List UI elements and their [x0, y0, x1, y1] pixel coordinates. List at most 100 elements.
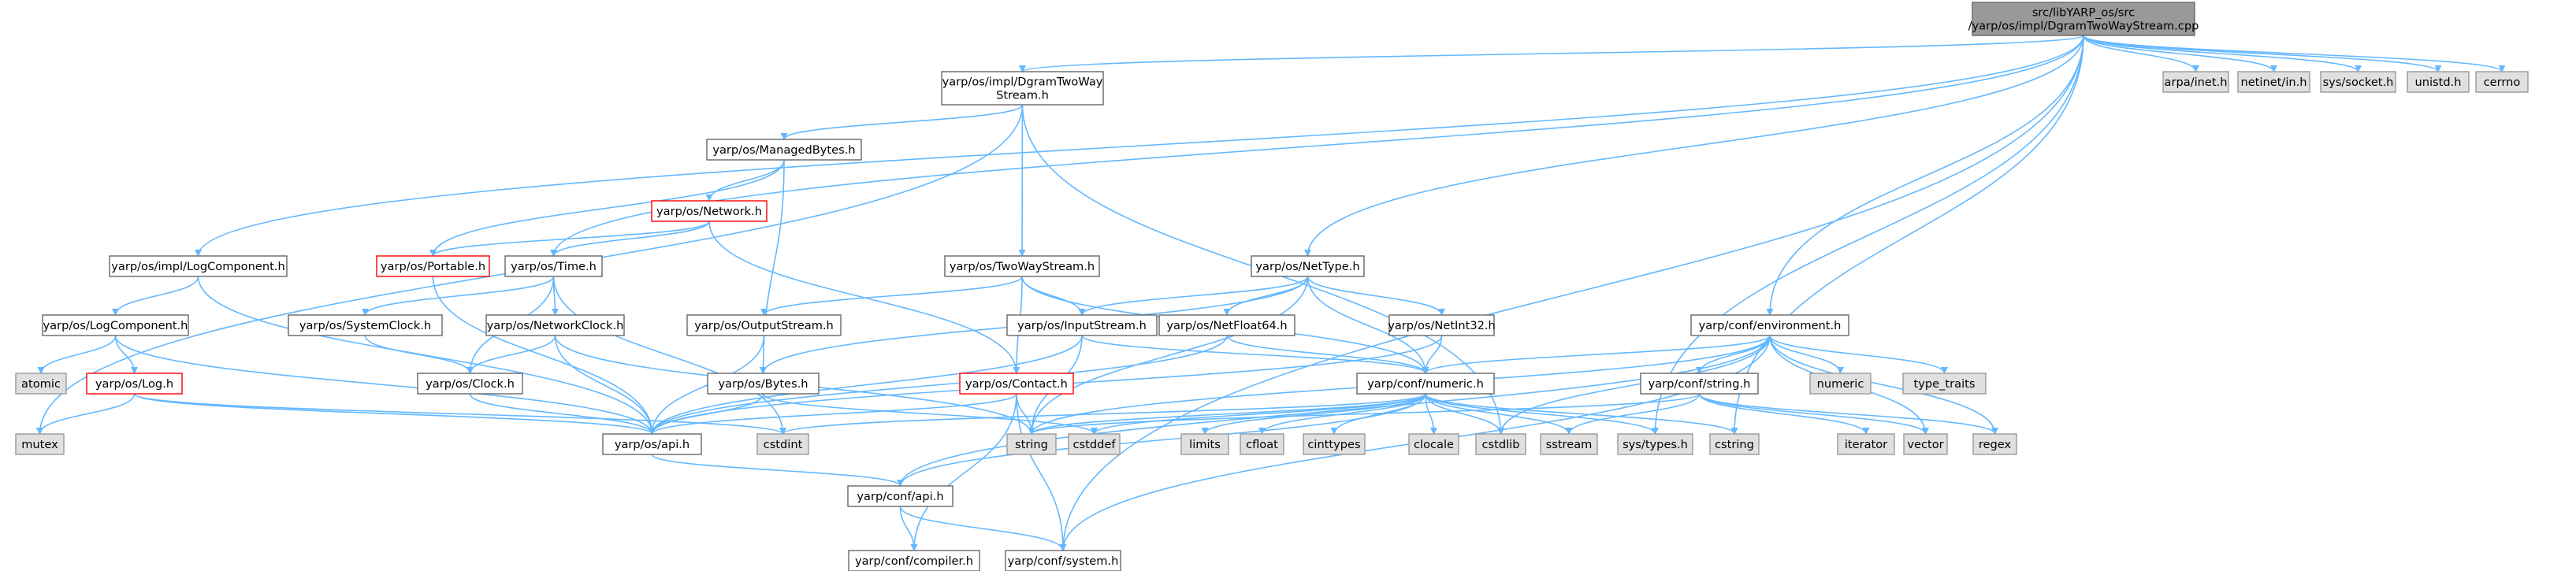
node-box	[1180, 433, 1229, 455]
node-label: yarp/os/Contact.h	[965, 377, 1068, 391]
node-box	[1251, 255, 1365, 277]
edge-env-to-regex	[1769, 335, 1998, 435]
node-label: iterator	[1845, 438, 1887, 451]
edge-network-to-time	[550, 221, 710, 257]
node-time[interactable]: yarp/os/Time.h	[504, 255, 603, 277]
edge-bytes-to-cstddef	[762, 393, 1098, 435]
node-managedbytes[interactable]: yarp/os/ManagedBytes.h	[706, 139, 862, 161]
node-box	[686, 314, 842, 336]
node-limits: limits	[1180, 433, 1229, 455]
node-root[interactable]: src/libYARP_os/src/yarp/os/impl/DgramTwo…	[1968, 2, 2199, 36]
edge-contact-to-compiler	[910, 393, 1017, 551]
edge-root-to-cstring	[1730, 35, 2084, 435]
edge-env-to-typetraits	[1769, 335, 1948, 374]
edge-confstring-to-vector	[1698, 393, 1929, 435]
edge-network-to-portable	[429, 221, 710, 257]
node-outstream[interactable]: yarp/os/OutputStream.h	[686, 314, 842, 336]
node-regex: regex	[1972, 433, 2017, 455]
node-label: cerrno	[2484, 76, 2521, 89]
node-box	[2407, 71, 2470, 93]
node-box	[1158, 314, 1295, 336]
edge-nettype-to-netfloat64	[1223, 276, 1309, 316]
node-box	[1408, 433, 1459, 455]
node-box	[756, 433, 809, 455]
node-label: yarp/os/OutputStream.h	[694, 319, 834, 332]
edges-layer	[36, 35, 2506, 551]
edge-portable-to-osapi	[432, 276, 656, 435]
node-netfloat64[interactable]: yarp/os/NetFloat64.h	[1158, 314, 1295, 336]
node-label: yarp/os/Time.h	[511, 260, 597, 273]
node-numeric[interactable]: yarp/conf/numeric.h	[1356, 373, 1495, 395]
node-label: yarp/conf/system.h	[1008, 554, 1119, 568]
node-confapi[interactable]: yarp/conf/api.h	[847, 485, 953, 507]
node-confstring[interactable]: yarp/conf/string.h	[1640, 373, 1759, 395]
node-box	[2475, 71, 2529, 93]
node-bytes[interactable]: yarp/os/Bytes.h	[707, 373, 820, 395]
node-twowaystream[interactable]: yarp/os/TwoWayStream.h	[944, 255, 1100, 277]
nodes-layer: src/libYARP_os/src/yarp/os/impl/DgramTwo…	[15, 2, 2529, 571]
node-label: yarp/conf/string.h	[1649, 377, 1751, 391]
node-atomic: atomic	[15, 373, 67, 395]
node-cstring: cstring	[1709, 433, 1760, 455]
node-label: yarp/os/Log.h	[95, 377, 173, 391]
node-box	[1902, 373, 1987, 395]
node-box	[417, 373, 523, 395]
node-sysclock[interactable]: yarp/os/SystemClock.h	[288, 314, 443, 336]
node-netclock[interactable]: yarp/os/NetworkClock.h	[485, 314, 625, 336]
edge-nettype-to-netint32	[1307, 276, 1445, 316]
edge-numeric-to-confapi	[897, 393, 1426, 487]
edge-twowaystream-to-instream	[1021, 276, 1086, 316]
node-network[interactable]: yarp/os/Network.h	[651, 200, 768, 222]
edge-instream-to-numeric	[1081, 335, 1429, 374]
node-instream[interactable]: yarp/os/InputStream.h	[1006, 314, 1158, 336]
edge-root-to-system	[1059, 35, 2084, 551]
node-contact[interactable]: yarp/os/Contact.h	[959, 373, 1074, 395]
node-label: regex	[1979, 438, 2012, 451]
node-label: yarp/os/Portable.h	[381, 260, 485, 273]
edge-numeric-to-cstdint	[779, 393, 1426, 435]
node-label: numeric	[1817, 377, 1864, 391]
node-env[interactable]: yarp/conf/environment.h	[1690, 314, 1849, 336]
node-dgram_h[interactable]: yarp/os/impl/DgramTwoWayStream.h	[941, 71, 1104, 106]
node-osapi[interactable]: yarp/os/api.h	[602, 433, 702, 455]
node-cstdint: cstdint	[756, 433, 809, 455]
edge-nettype-to-string	[1028, 276, 1309, 435]
node-clock[interactable]: yarp/os/Clock.h	[417, 373, 523, 395]
node-box	[1640, 373, 1759, 395]
node-label: yarp/os/api.h	[615, 438, 690, 451]
node-label: yarp/os/NetworkClock.h	[487, 319, 624, 332]
node-portable[interactable]: yarp/os/Portable.h	[376, 255, 490, 277]
edge-twowaystream-to-outstream	[760, 276, 1023, 316]
node-label: type_traits	[1914, 377, 1976, 391]
node-box	[485, 314, 625, 336]
edge-network-to-contact	[708, 221, 1020, 374]
node-compiler[interactable]: yarp/conf/compiler.h	[848, 550, 980, 571]
node-label: yarp/os/impl/LogComponent.h	[111, 260, 284, 273]
node-logcomp[interactable]: yarp/os/LogComponent.h	[42, 314, 189, 336]
node-string: string	[1006, 433, 1057, 455]
node-clocale: clocale	[1408, 433, 1459, 455]
edge-logcomp-to-atomic	[37, 335, 117, 374]
node-box	[1540, 433, 1598, 455]
edge-env-to-confapi	[897, 335, 1771, 487]
node-label: yarp/os/LogComponent.h	[43, 319, 188, 332]
edge-numeric-to-systypes	[1425, 393, 1659, 435]
node-nettype[interactable]: yarp/os/NetType.h	[1251, 255, 1365, 277]
edge-dgram_h-to-twowaystream	[1018, 104, 1026, 257]
node-netint32[interactable]: yarp/os/NetInt32.h	[1388, 314, 1496, 336]
node-logcomp_impl[interactable]: yarp/os/impl/LogComponent.h	[109, 255, 288, 277]
node-box	[1475, 433, 1526, 455]
node-box	[1903, 433, 1948, 455]
node-system[interactable]: yarp/conf/system.h	[1005, 550, 1121, 571]
node-log[interactable]: yarp/os/Log.h	[86, 373, 183, 395]
node-box	[944, 255, 1100, 277]
node-label: cstdlib	[1482, 438, 1520, 451]
edge-managedbytes-to-network	[705, 159, 785, 202]
edge-instream-to-osapi	[649, 335, 1083, 435]
node-box	[959, 373, 1074, 395]
edge-contact-to-system	[1016, 393, 1067, 551]
node-label: yarp/os/NetInt32.h	[1388, 319, 1496, 332]
edge-numeric-to-cstddef	[1091, 393, 1426, 435]
edge-numeric-to-cstdlib	[1425, 393, 1504, 435]
edge-root-to-time	[550, 35, 2084, 257]
